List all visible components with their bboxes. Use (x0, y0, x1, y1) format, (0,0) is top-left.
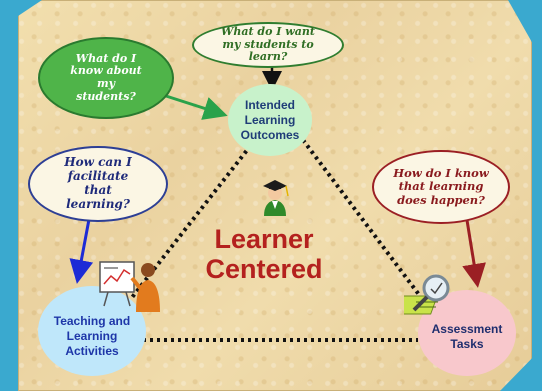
bubble-want-students-learn: What do I want my students to learn? (192, 22, 344, 68)
node-assessment-tasks-label: Assessment Tasks (431, 322, 503, 351)
node-intended-learning-outcomes: Intended Learning Outcomes (228, 84, 312, 156)
edge-right (301, 138, 425, 302)
learner-centered-title: Learner Centered (194, 224, 334, 284)
bubble-facilitate-text: How can I facilitate that learning? (64, 155, 132, 211)
magnifier-checklist-icon (404, 274, 450, 315)
arrow-know (462, 213, 486, 288)
node-teaching-learning-activities: Teaching and Learning Activities (38, 286, 146, 376)
bubble-know-students: What do I know about my students? (38, 37, 174, 119)
bubble-want-students-learn-text: What do I want my students to learn? (221, 25, 315, 64)
bubble-learning-happen-text: How do I know that learning does happen? (393, 166, 489, 207)
teacher-board-icon (99, 261, 160, 312)
arrow-facilitate (69, 213, 94, 284)
node-intended-learning-outcomes-label: Intended Learning Outcomes (240, 97, 300, 142)
bubble-facilitate: How can I facilitate that learning? (28, 146, 168, 222)
graduate-icon (263, 180, 289, 216)
node-teaching-learning-activities-label: Teaching and Learning Activities (53, 313, 131, 358)
title-line-learner: Learner (214, 224, 314, 254)
bubble-learning-happen: How do I know that learning does happen? (372, 150, 510, 224)
bubble-know-students-text: What do I know about my students? (70, 51, 142, 103)
arrow-left (165, 94, 228, 120)
slide: What do I want my students to learn? Wha… (18, 0, 532, 391)
title-line-centered: Centered (205, 254, 323, 285)
